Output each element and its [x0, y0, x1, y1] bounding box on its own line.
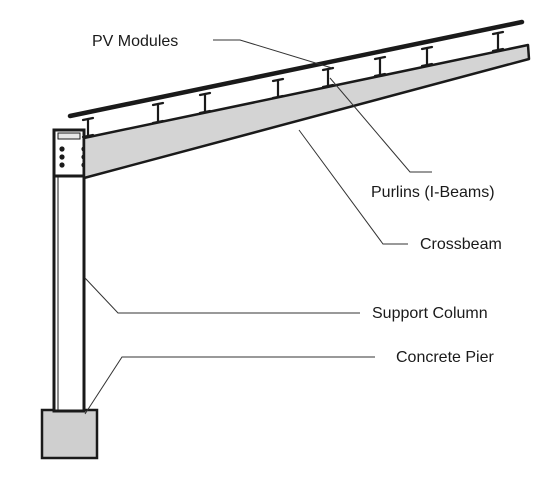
leader-concrete-pier: [84, 356, 375, 415]
label-purlins: Purlins (I-Beams): [371, 184, 495, 201]
leader-purlins: [329, 77, 432, 173]
column-bolt-connection: [52, 128, 87, 178]
concrete-pier: [40, 408, 99, 460]
leader-pv-modules: [213, 39, 333, 69]
leader-lines: [84, 39, 432, 415]
purlin: [81, 116, 95, 139]
purlin: [491, 30, 505, 53]
pv-modules: [67, 19, 525, 119]
purlin: [151, 101, 165, 125]
purlin: [321, 66, 335, 89]
label-support-column: Support Column: [372, 305, 488, 322]
label-concrete-pier: Concrete Pier: [396, 349, 494, 366]
purlins: [81, 30, 505, 139]
label-crossbeam: Crossbeam: [420, 236, 502, 253]
leader-crossbeam: [298, 129, 408, 245]
leader-support-column: [84, 277, 360, 314]
purlin: [271, 77, 285, 100]
purlin: [198, 91, 212, 115]
purlin: [373, 55, 387, 78]
label-pv-modules: PV Modules: [92, 33, 178, 50]
purlin: [420, 45, 434, 68]
